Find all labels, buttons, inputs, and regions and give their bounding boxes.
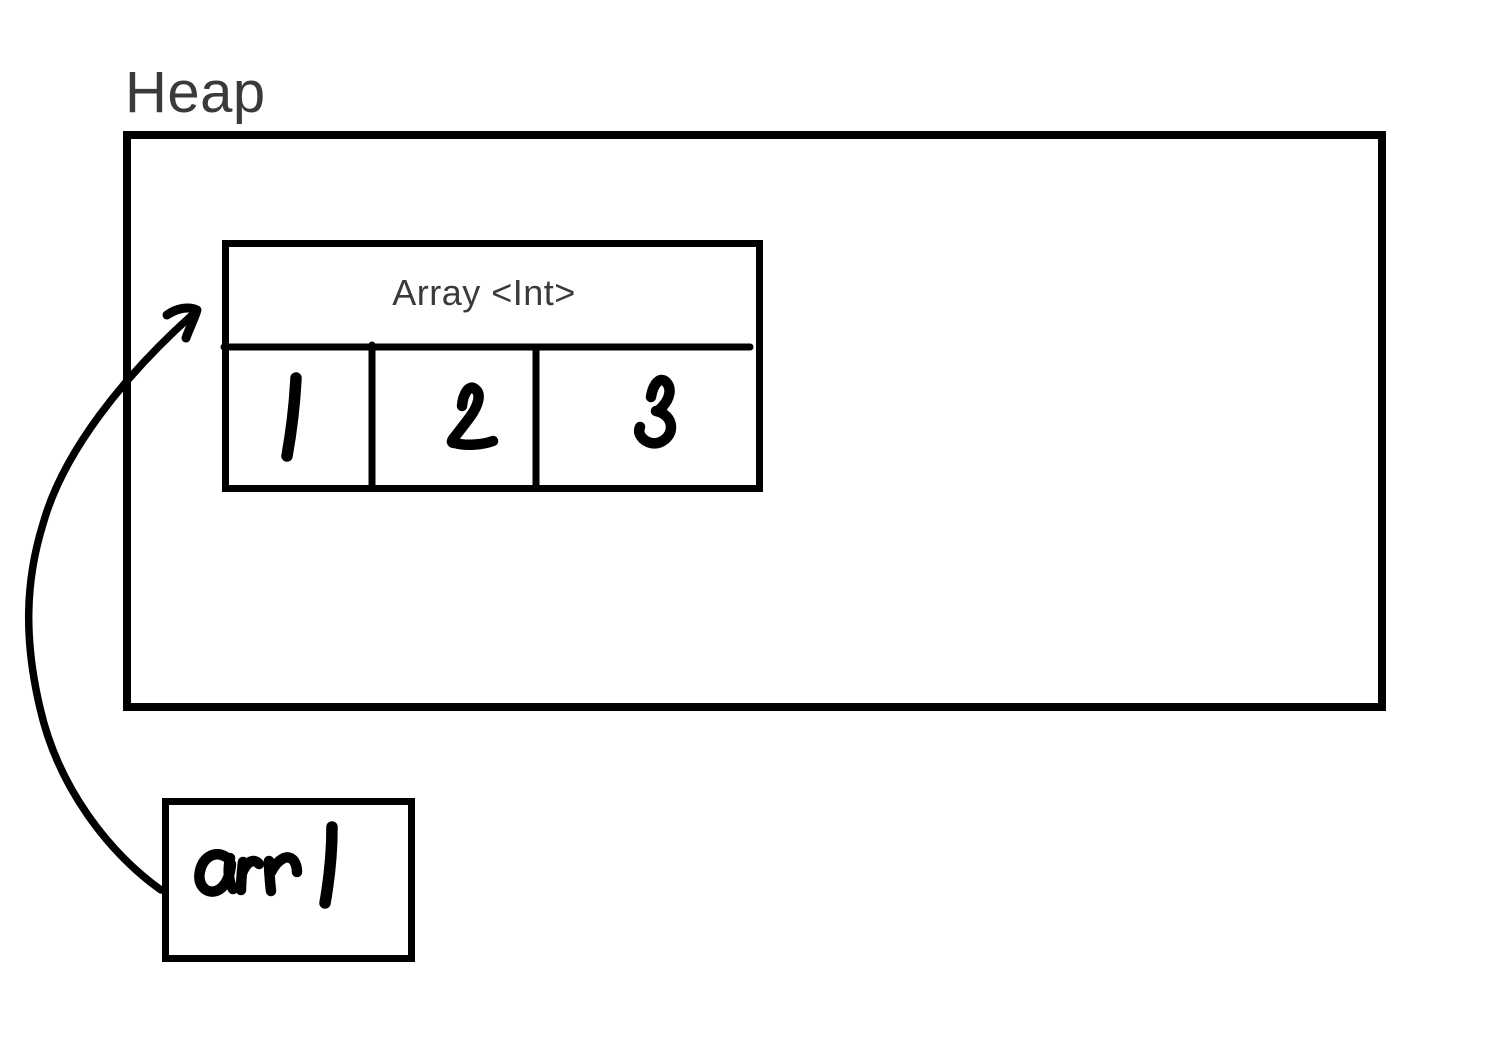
variable-box [162,798,415,962]
heap-box [123,131,1386,711]
variable-name-handwriting [194,821,338,909]
reference-arrow [25,303,202,894]
array-cell-1 [446,382,499,450]
handwritten-r2-arm [265,852,303,878]
array-cell-2 [634,374,677,449]
array-object: Array <Int> [220,240,763,492]
handwritten-r1-arm [236,855,265,879]
array-cell-0 [281,372,302,462]
handwritten-a-stem [223,852,239,895]
cell-1-handwritten-digit [446,382,499,450]
handwritten-1 [319,821,338,909]
heap-label: Heap [125,60,266,125]
arrow-shaft [25,311,196,894]
arrowhead-icon [162,303,202,343]
variable-arr1 [162,798,415,962]
array-type-label: Array <Int> [392,272,576,313]
cell-0-handwritten-digit [281,372,302,462]
cell-2-handwritten-digit [634,374,677,449]
array-object-box [222,240,763,492]
